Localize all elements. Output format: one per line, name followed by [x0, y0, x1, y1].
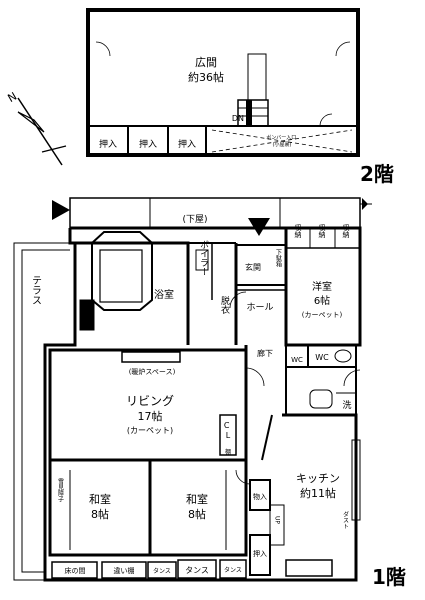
- oshiire-label: 押入: [253, 549, 267, 558]
- storage-nyu-label: 物入: [253, 492, 267, 501]
- second-floor-closet-1: 押入: [99, 138, 117, 150]
- second-floor-label: 2階: [360, 162, 394, 186]
- storage-label-2: 収納: [318, 224, 326, 239]
- attic-label-line: (小屋裏): [273, 141, 292, 148]
- boiler-label: ボイラー: [198, 240, 209, 276]
- closet-cl-label: C L: [224, 421, 232, 440]
- storage-label-1: 収納: [294, 224, 302, 239]
- second-floor-closet-2: 押入: [139, 138, 157, 150]
- tansu-label-1: タンス: [153, 567, 171, 575]
- closet-cl-c: C: [224, 421, 230, 430]
- north-arrow-icon: N: [6, 90, 67, 166]
- wc-label-2: WC: [315, 353, 329, 362]
- western-room-floor: (カーペット): [302, 311, 343, 319]
- first-floor-label: 1階: [372, 565, 406, 589]
- living-size: 17帖: [138, 410, 163, 423]
- second-floor-hall-name: 広間: [195, 56, 217, 69]
- second-floor: [86, 8, 360, 157]
- attic-label: ボンバー入口 (小屋裏): [266, 134, 298, 148]
- chigaidana-label: 違い棚: [114, 566, 135, 575]
- svg-text:N: N: [6, 90, 20, 105]
- fireplace-label: (暖炉スペース): [129, 367, 176, 376]
- western-room-name: 洋室: [312, 280, 332, 293]
- washroom-label: 洗: [342, 399, 351, 411]
- washitsu-2-size: 8帖: [188, 508, 206, 521]
- entry-marker-west-icon: [52, 200, 70, 220]
- washitsu-2-name: 和室: [186, 492, 208, 506]
- second-floor-closet-3: 押入: [178, 138, 196, 150]
- tokonoma-label: 床の間: [65, 566, 86, 575]
- stair-down-label: DN: [232, 114, 244, 123]
- living-floor: (カーペット): [127, 426, 173, 435]
- corridor-label: 廊下: [257, 348, 273, 358]
- second-floor-hall-size: 約36帖: [188, 70, 224, 84]
- entrance-label: 玄関: [245, 262, 261, 272]
- yukimi-label: 雪見障子: [57, 478, 64, 502]
- attic-label-line: ボンバー入口: [266, 134, 296, 141]
- tansu-label-2: タンス: [185, 566, 209, 575]
- western-room-size: 6帖: [314, 294, 330, 307]
- storage-label-3: 収納: [342, 224, 350, 239]
- shelf-label: 棚: [225, 448, 231, 456]
- terrace-label: テラス: [30, 275, 41, 305]
- kitchen-size: 約11帖: [300, 486, 336, 500]
- wc-label-1: WC: [291, 356, 303, 364]
- up-label: UP: [274, 516, 281, 524]
- washitsu-1-name: 和室: [89, 492, 111, 506]
- kitchen-name: キッチン: [296, 472, 340, 485]
- dressing-label: 脱衣: [219, 295, 230, 315]
- washitsu-1-size: 8帖: [91, 508, 109, 521]
- shoe-rack-label: 下駄箱: [275, 249, 282, 268]
- roof-below-label: (下屋): [182, 214, 207, 225]
- entry-marker-east-icon: [360, 198, 372, 210]
- closet-cl-l: L: [226, 431, 231, 440]
- hall-label: ホール: [246, 302, 273, 313]
- bath-label: 浴室: [154, 288, 174, 301]
- entry-marker-door-icon: [248, 218, 270, 236]
- dust-label: ダスト: [342, 510, 349, 529]
- first-floor: [13, 197, 362, 582]
- living-name: リビング: [126, 394, 174, 408]
- tansu-label-3: タンス: [224, 566, 242, 574]
